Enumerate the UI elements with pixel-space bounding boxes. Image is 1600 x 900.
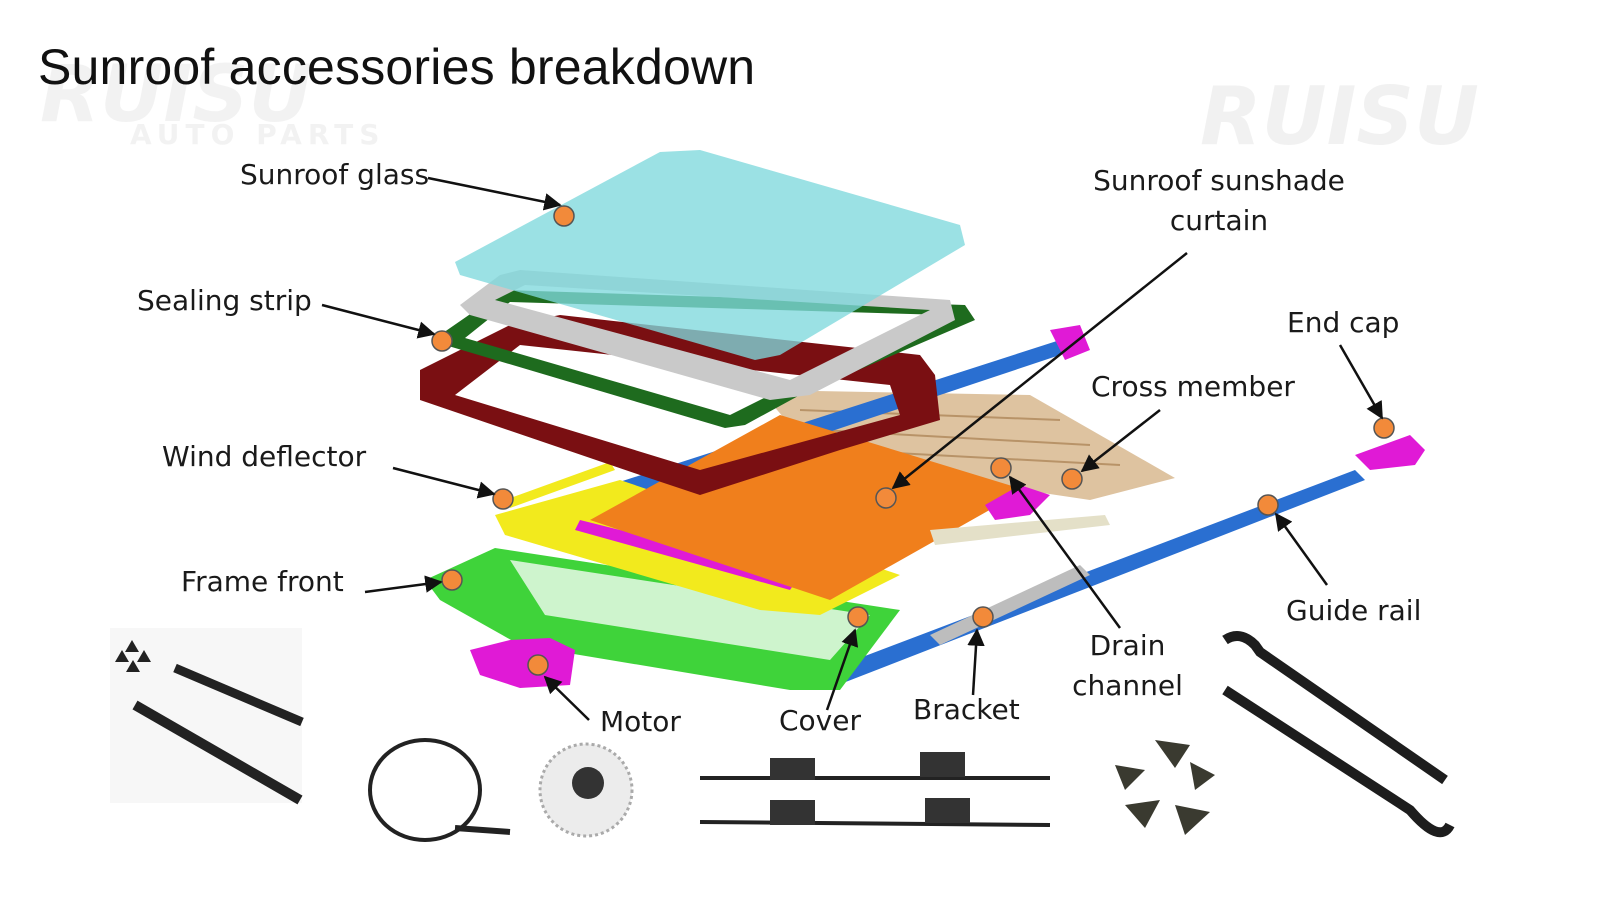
marker-sunroof-glass bbox=[553, 205, 575, 227]
marker-wind-deflector bbox=[492, 488, 514, 510]
bracket-part bbox=[930, 565, 1090, 645]
marker-drain-channel bbox=[990, 457, 1012, 479]
marker-bracket bbox=[972, 606, 994, 628]
marker-guide-rail bbox=[1257, 494, 1279, 516]
label-frame-front: Frame front bbox=[181, 565, 344, 598]
accessory-slider-tracks bbox=[699, 752, 1051, 827]
label-end-cap: End cap bbox=[1287, 306, 1400, 339]
end-cap-part bbox=[1355, 435, 1425, 470]
sunroof-glass-part bbox=[455, 150, 965, 360]
label-sunroof-glass: Sunroof glass bbox=[240, 158, 430, 191]
label-sealing-strip: Sealing strip bbox=[137, 284, 312, 317]
sunshade-curtain-part bbox=[590, 415, 1025, 600]
motor-part bbox=[470, 638, 575, 688]
label-sunshade-curtain: Sunroof sunshade curtain bbox=[1093, 164, 1345, 237]
marker-frame-front bbox=[441, 569, 463, 591]
accessory-pads bbox=[1115, 740, 1215, 835]
label-wind-deflector: Wind deflector bbox=[162, 440, 367, 473]
accessory-cable-sets bbox=[110, 628, 304, 805]
label-drain-channel: Drain channel bbox=[1072, 629, 1183, 702]
accessory-gear bbox=[538, 742, 634, 838]
watermark-logo-left: RUISU bbox=[40, 50, 312, 140]
accessory-guide-rails bbox=[1222, 631, 1455, 838]
label-cover: Cover bbox=[779, 704, 861, 737]
marker-sealing-strip bbox=[431, 330, 453, 352]
label-guide-rail: Guide rail bbox=[1286, 594, 1422, 627]
label-motor: Motor bbox=[600, 705, 681, 738]
marker-motor bbox=[527, 654, 549, 676]
marker-cover bbox=[847, 606, 869, 628]
marker-sunshade bbox=[875, 487, 897, 509]
watermark-subtitle-left: AUTO PARTS bbox=[130, 118, 386, 151]
accessory-drive-cable bbox=[368, 738, 511, 842]
marker-end-cap bbox=[1373, 417, 1395, 439]
dark-seal-part bbox=[420, 315, 940, 495]
label-cross-member: Cross member bbox=[1091, 370, 1295, 403]
label-bracket: Bracket bbox=[913, 693, 1020, 726]
marker-cross-member bbox=[1061, 468, 1083, 490]
page-title: Sunroof accessories breakdown bbox=[38, 39, 756, 95]
wind-deflector-part bbox=[505, 462, 615, 508]
watermark-logo-right: RUISU bbox=[1200, 70, 1479, 163]
